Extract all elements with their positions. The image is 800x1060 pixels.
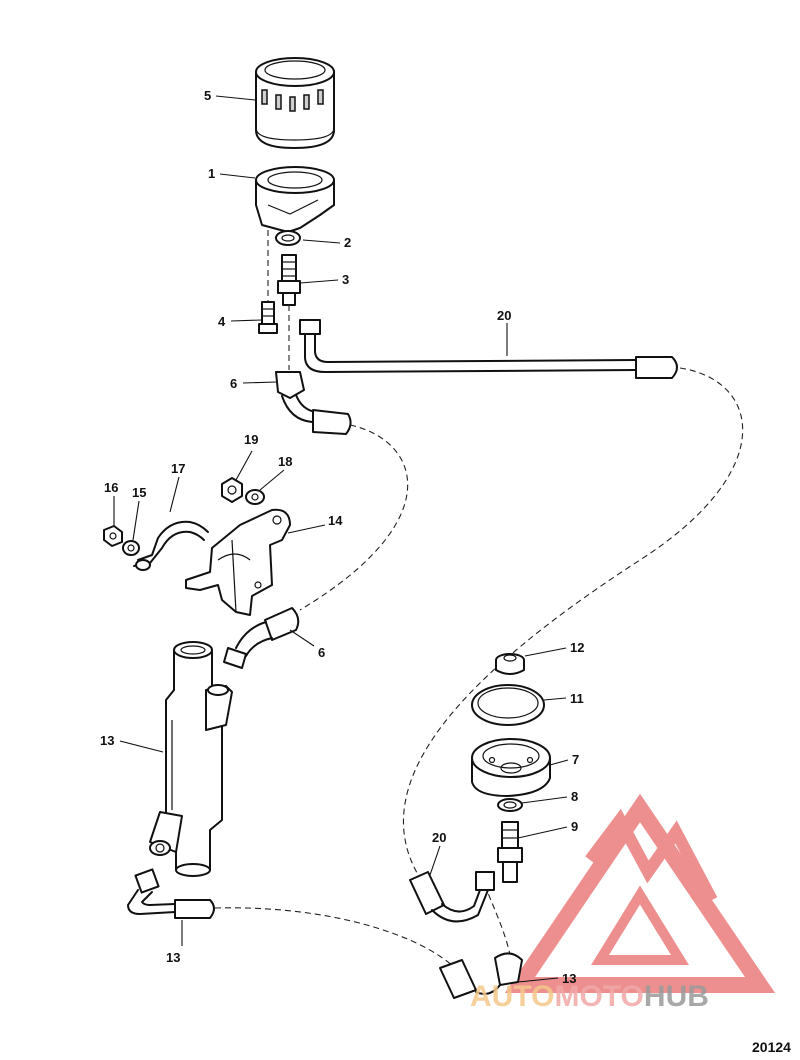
o-ring-part [471, 684, 545, 726]
clamp-part [133, 520, 209, 571]
callout-19: 19 [244, 432, 258, 447]
callout-16: 16 [104, 480, 118, 495]
callout-7: 7 [572, 752, 579, 767]
callout-6-upper: 6 [230, 376, 237, 391]
callout-11: 12 [570, 640, 584, 655]
nut-part [103, 525, 123, 547]
callout-10: 11 [570, 691, 584, 706]
housing-part [471, 738, 551, 797]
fitting-part [277, 254, 301, 306]
hose-tube-lower-left-part [127, 868, 215, 919]
fitting-lower-part [497, 821, 523, 883]
callout-leader-lines [113, 95, 569, 983]
cap-part [495, 653, 525, 675]
callout-2: 2 [344, 235, 351, 250]
cooler-part [149, 641, 233, 877]
watermark-word-part2: MOTO [554, 980, 643, 1013]
callout-6-lower: 6 [318, 645, 325, 660]
callout-15: 15 [132, 485, 146, 500]
callout-20-upper: 20 [497, 308, 511, 323]
callout-1: 1 [208, 166, 215, 181]
callout-13-left: 13 [166, 950, 180, 965]
bracket-part [185, 508, 291, 616]
callout-8: 8 [571, 789, 578, 804]
callout-4: 4 [218, 314, 226, 329]
washer-small-part [122, 540, 140, 556]
callout-5: 5 [204, 88, 211, 103]
callout-18: 18 [278, 454, 292, 469]
washer-part [275, 230, 301, 246]
washer-upper-part [245, 489, 265, 505]
hose-elbow-upper-part [275, 371, 352, 435]
watermark-word-part3: HUB [644, 980, 709, 1013]
filter-adapter-part [255, 166, 335, 233]
drawing-number: 20124 [752, 1039, 791, 1055]
nut-upper-part [221, 477, 243, 503]
callout-12: 13 [100, 733, 114, 748]
seal-ring-part [497, 798, 523, 812]
bolt-part [258, 301, 278, 334]
watermark-text: AUTOMOTOHUB [470, 980, 709, 1013]
callout-17: 17 [171, 461, 185, 476]
callout-13-right: 13 [562, 971, 576, 986]
watermark-logo-icon [504, 793, 776, 993]
callout-labels: 5 1 2 3 4 20 6 19 18 17 16 15 14 6 12 11… [100, 88, 584, 986]
hose-tube-lower-right-part [439, 952, 523, 999]
hose-tube-lower-part [409, 871, 495, 923]
hose-elbow-lower-part [223, 607, 300, 669]
oil-filter-part [255, 57, 335, 149]
callout-3: 3 [342, 272, 349, 287]
callout-14: 14 [328, 513, 343, 528]
hose-tube-upper-part [299, 319, 678, 379]
callout-20-lower: 20 [432, 830, 446, 845]
watermark-word-part1: AUTO [470, 980, 554, 1013]
callout-9: 9 [571, 819, 578, 834]
